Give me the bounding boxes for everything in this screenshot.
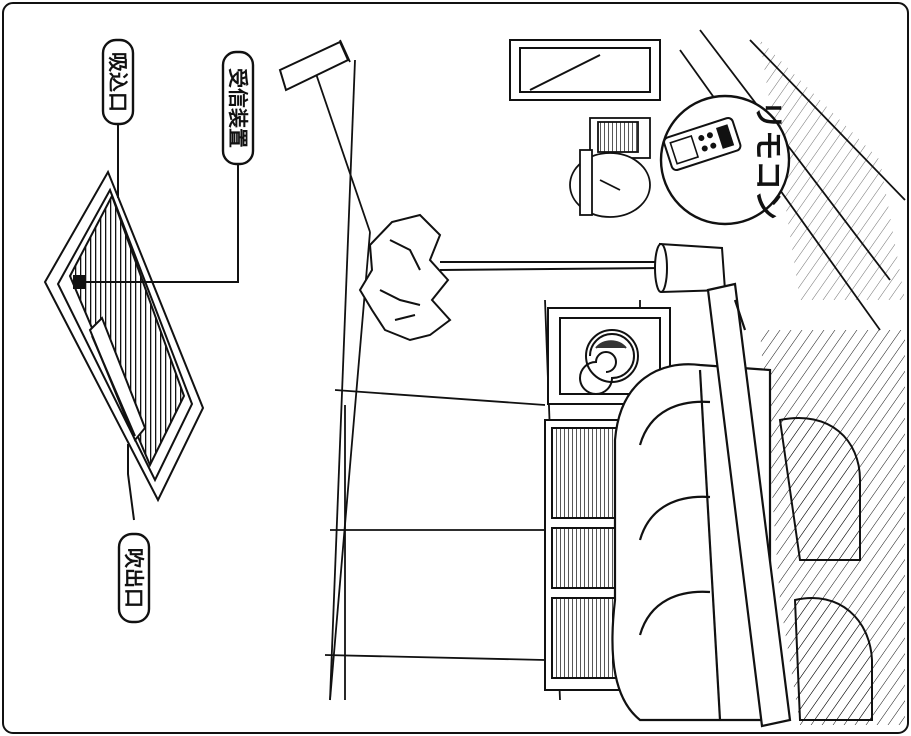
receiver-window: [74, 276, 84, 288]
label-intake-text: 吸込口: [106, 52, 130, 112]
label-outlet-text: 吹出口: [122, 548, 146, 608]
label-intake: 吸込口: [103, 40, 133, 124]
ceiling-beam: [280, 42, 348, 90]
label-outlet: 吹出口: [119, 534, 149, 622]
label-receiver-text: 受信装置: [226, 68, 250, 148]
label-remote: リモコン: [750, 100, 785, 220]
shelf-books: [570, 118, 650, 217]
wall-picture-top: [510, 40, 660, 100]
label-receiver: 受信装置: [223, 52, 253, 164]
label-remote-text: リモコン: [750, 100, 785, 220]
ceiling-cassette-unit: [45, 172, 203, 500]
